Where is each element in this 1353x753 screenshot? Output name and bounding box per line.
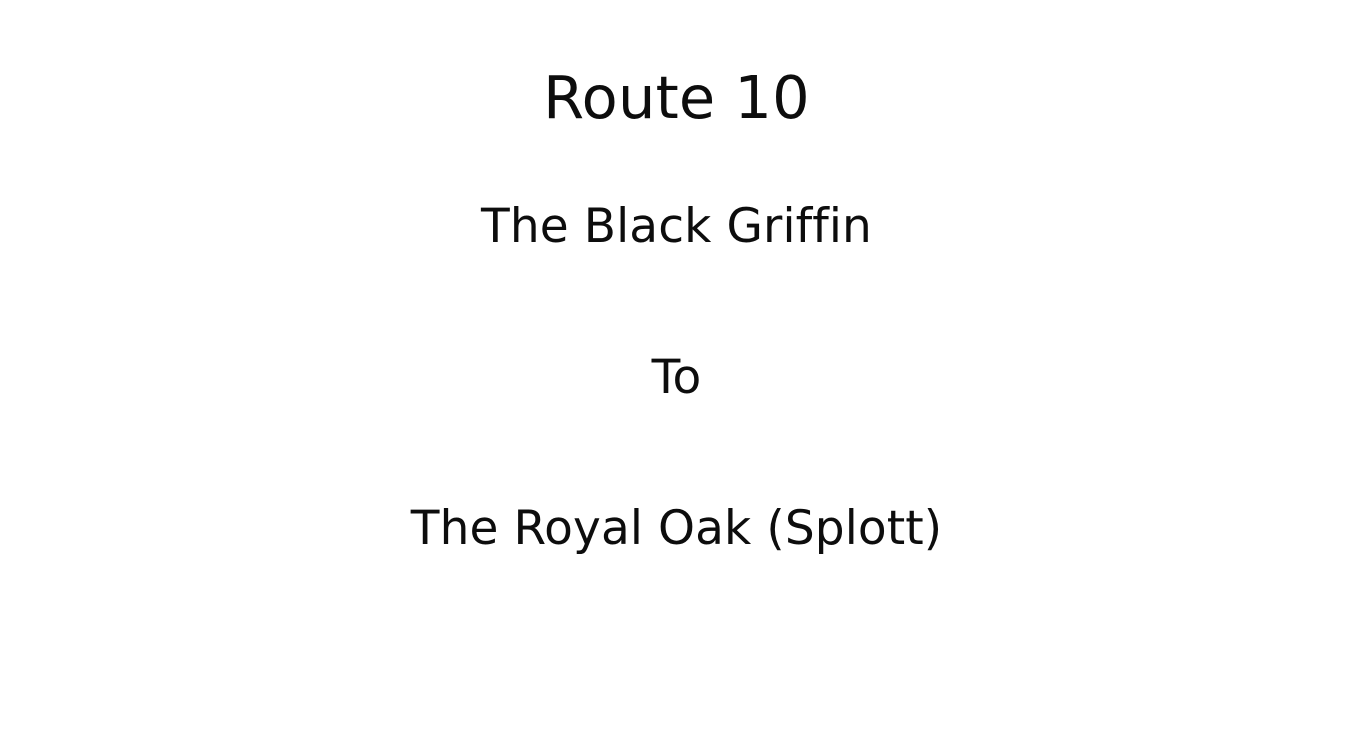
route-destination-label: The Royal Oak (Splott) — [410, 501, 943, 556]
route-connector-label: To — [651, 350, 702, 405]
route-origin-label: The Black Griffin — [481, 199, 872, 254]
page-title: Route 10 — [543, 63, 810, 132]
